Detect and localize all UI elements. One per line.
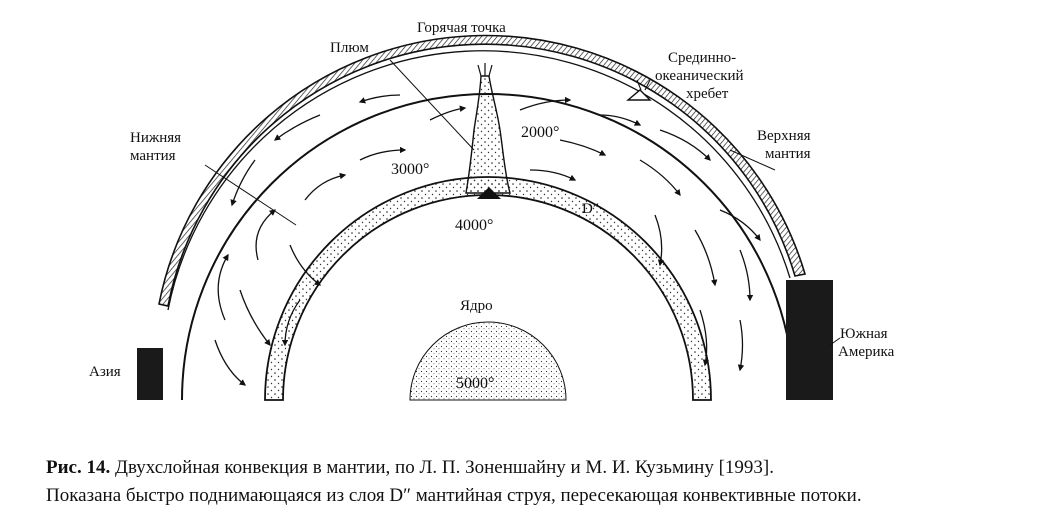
- d-layer-shell: [264, 176, 712, 401]
- upper-mantle-label-line1: Верхняя: [757, 128, 811, 144]
- caption-line-1: Рис. 14. Двухслойная конвекция в мантии,…: [46, 454, 1036, 482]
- south-america-continent: [786, 280, 833, 400]
- asia-label: Азия: [89, 364, 121, 380]
- lithosphere-line: [167, 50, 791, 311]
- south-america-label-line2: Америка: [838, 344, 895, 360]
- leader-lines: [204, 59, 841, 346]
- hotspot-vent: [477, 63, 493, 77]
- lower-mantle-label-line2: мантия: [130, 148, 176, 164]
- d-layer-label: D″: [582, 201, 599, 217]
- hotspot-label: Горячая точка: [417, 20, 506, 36]
- crust-layer: [158, 34, 807, 307]
- caption-text-1: Двухслойная конвекция в мантии, по Л. П.…: [115, 457, 774, 478]
- plume-base: [477, 187, 501, 199]
- figure-caption: Рис. 14. Двухслойная конвекция в мантии,…: [46, 454, 1036, 510]
- temp-5000: 5000°: [456, 375, 494, 392]
- upper-mantle-label-line2: мантия: [765, 146, 811, 162]
- lower-mantle-label-line1: Нижняя: [130, 130, 181, 146]
- asia-continent: [137, 348, 163, 400]
- mid-ocean-ridge: [626, 89, 652, 101]
- core-label: Ядро: [460, 298, 493, 314]
- ridge-label-line1: Срединно-: [668, 50, 736, 66]
- inner-core: [409, 321, 567, 401]
- ridge-label-line3: хребет: [686, 86, 729, 102]
- caption-line-2: Показана быстро поднимающаяся из слоя D″…: [46, 485, 862, 506]
- mantle-convection-diagram: Горячая точка Плюм Срединно- океанически…: [89, 20, 895, 401]
- south-america-label-line1: Южная: [840, 326, 888, 342]
- ridge-vent: [636, 79, 651, 91]
- figure-number: Рис. 14.: [46, 457, 111, 478]
- plume-label: Плюм: [330, 40, 369, 56]
- ridge-label-line2: океанический: [655, 68, 744, 84]
- temp-4000: 4000°: [455, 217, 493, 234]
- temp-3000: 3000°: [391, 161, 429, 178]
- temp-2000: 2000°: [521, 124, 559, 141]
- convection-arrows: [214, 94, 761, 386]
